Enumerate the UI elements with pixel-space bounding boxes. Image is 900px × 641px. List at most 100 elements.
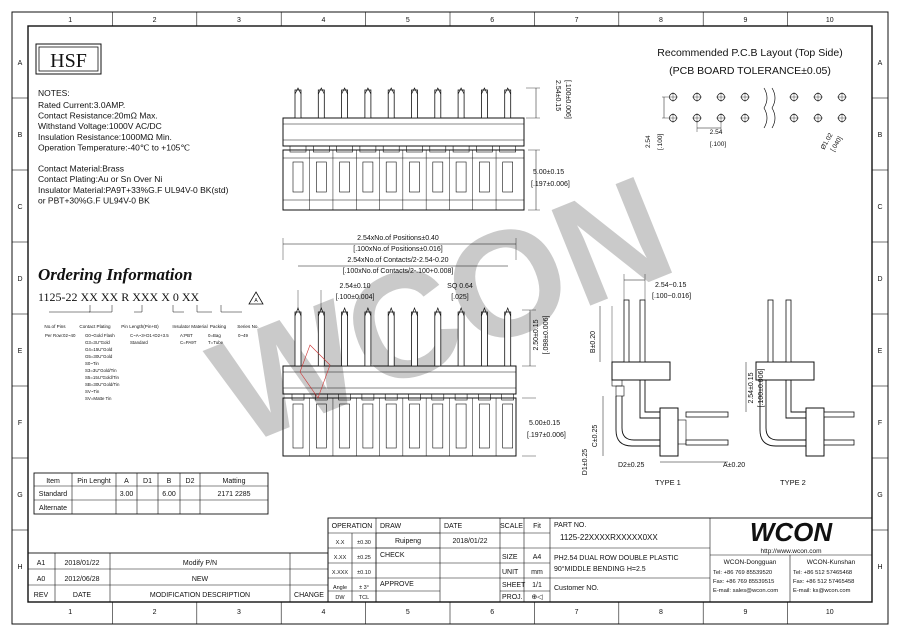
type2-pin-bend — [785, 380, 806, 419]
type1-collar-side — [677, 419, 687, 445]
front-pin — [480, 311, 488, 367]
tb-office2: WCON-Kunshan — [807, 559, 856, 566]
type1-pin-vertical — [639, 299, 646, 363]
tb-web: http://www.wcon.com — [760, 548, 821, 555]
top-pin — [341, 89, 349, 119]
pcb-title: Recommended P.C.B Layout (Top Side) — [657, 47, 842, 59]
top-pin — [317, 89, 325, 119]
order-field-desc: Per Row:02~40 — [45, 333, 76, 338]
type2-pin-bend — [790, 380, 806, 413]
front-housing-upper — [282, 365, 517, 395]
order-field-label: No.of Pins — [44, 324, 66, 329]
spec-table-frame — [33, 472, 269, 515]
order-field-label: Contact Plating — [79, 324, 111, 329]
order-field-desc: 0~49 — [238, 333, 248, 338]
zone-row-label: A — [18, 60, 23, 67]
top-housing-lower — [282, 149, 525, 211]
note-line: Withstand Voltage:1000V AC/DC — [38, 121, 162, 131]
tb-office1: WCON-Dongguan — [724, 559, 777, 566]
order-field-desc: T=Tube — [208, 340, 224, 345]
pin-tip — [504, 87, 512, 95]
order-field-desc: G4=15U"Gold — [85, 347, 113, 352]
zone-row-label: D — [877, 276, 882, 283]
type1-pin-bend — [644, 380, 660, 413]
tb-customer: Customer NO. — [554, 585, 599, 592]
order-field-label: Pin Length(Pin+B) — [121, 324, 159, 329]
type1-housing-side — [659, 407, 679, 457]
front-dim-h1-in: [.098±0.006] — [543, 316, 550, 355]
ordering-title: Ordering Information — [38, 265, 192, 284]
pin-tip — [481, 307, 488, 317]
order-field-desc: SV~Tin — [85, 389, 100, 394]
top-dim-height-in: [.100±0.006] — [564, 80, 571, 119]
type1-pin-vertical — [623, 299, 630, 363]
front-dim-contacts-in: [.100xNo.of Contacts/2-.100+0.008] — [343, 268, 454, 275]
logo-box — [35, 43, 102, 75]
side-dim-height: 2.54±0.15 — [748, 372, 755, 403]
zone-row-label: B — [18, 132, 23, 139]
order-field-desc: G5=30U"Gold — [85, 354, 113, 359]
spec-header: A — [124, 478, 129, 485]
tb-tol-key: X.XX — [334, 555, 347, 561]
side-dim-d1: D1±0.25 — [582, 449, 589, 476]
zone-col-label: 7 — [575, 609, 579, 616]
top-pin — [411, 89, 418, 119]
pin-tip — [317, 87, 325, 95]
order-field-desc: S3=3U"Gold/Tin — [85, 368, 117, 373]
tb-unit-val: mm — [531, 569, 543, 576]
pin-tip — [387, 87, 395, 95]
note-line: Contact Material:Brass — [38, 164, 124, 174]
pin-tip — [434, 87, 442, 95]
tb-tol-val: ±0.25 — [357, 555, 371, 561]
revision-cell: NEW — [192, 576, 209, 583]
zone-row-label: H — [877, 564, 882, 571]
type2-housing-top — [755, 361, 815, 381]
zone-col-label: 8 — [659, 609, 663, 616]
zone-col-label: 2 — [153, 17, 157, 24]
note-line: Contact Plating:Au or Sn Over Ni — [38, 174, 162, 184]
tb-sheet: SHEET — [502, 582, 526, 589]
pcb-holes — [662, 87, 847, 132]
top-dim-height: 2.54±0.15 — [554, 80, 561, 111]
pin-tip — [411, 307, 418, 317]
tb-scale: SCALE — [500, 523, 523, 530]
top-pin-collar — [406, 145, 423, 153]
tb-unit: UNIT — [502, 569, 519, 576]
front-housing-lower — [282, 397, 517, 457]
top-dim-insul: 5.00±0.15 — [533, 169, 564, 176]
side-dim-a: A±0.20 — [723, 462, 745, 469]
svg-text:A: A — [254, 298, 258, 304]
order-field-desc: S0~Tin — [85, 361, 99, 366]
front-pin — [364, 311, 372, 367]
front-pin-collar — [314, 393, 328, 401]
spec-header: Item — [46, 478, 60, 485]
order-field-desc: 0=Bag — [208, 333, 221, 338]
top-pin — [457, 89, 465, 119]
zone-row-label: B — [878, 132, 883, 139]
type2-pin-horizontal — [823, 439, 855, 446]
zone-col-label: 3 — [237, 17, 241, 24]
side-dim-pitch-in: [.100~0.016] — [652, 293, 691, 300]
top-housing-upper — [282, 117, 525, 147]
top-pin — [364, 89, 372, 119]
top-pin-collar — [359, 145, 377, 153]
front-dim-h2-in: [.197±0.006] — [527, 432, 566, 439]
pcb-dim-pitch: 2.54 — [710, 129, 723, 136]
tb-tol-key: X.XXX — [332, 570, 349, 576]
tb-part-no: 1125-22XXXXRXXXXX0XX — [560, 533, 658, 542]
front-pin-collar — [384, 393, 398, 401]
note-line: Contact Resistance:20mΩ Max. — [38, 111, 158, 121]
revision-cell: 2012/06/28 — [64, 576, 99, 583]
tb-draw-date: 2018/01/22 — [452, 538, 487, 545]
zone-row-label: D — [17, 276, 22, 283]
front-pin — [411, 311, 418, 367]
tb-proj: PROJ. — [502, 594, 523, 601]
revision-cell: Modify P/N — [183, 560, 217, 567]
zone-row-label: G — [877, 492, 882, 499]
zone-col-label: 9 — [743, 17, 747, 24]
front-cavity — [502, 403, 514, 449]
tb-operation: OPERATION — [332, 523, 373, 530]
type2-pin-vertical — [785, 299, 792, 363]
top-pin-collar — [452, 145, 470, 153]
